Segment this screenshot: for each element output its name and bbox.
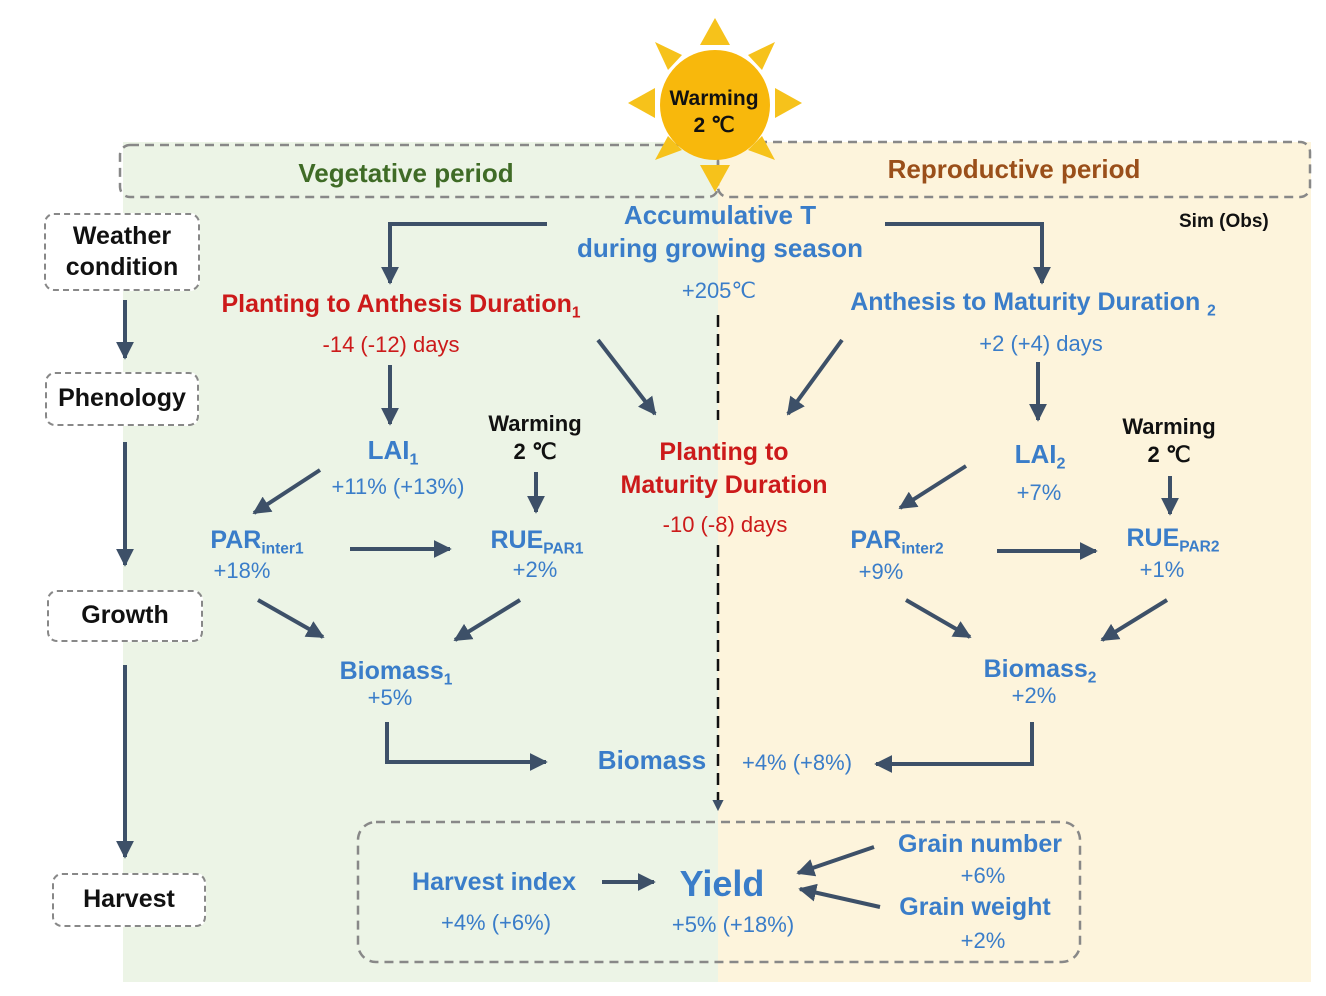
reproductive-period-label: Reproductive period (887, 154, 1141, 184)
lai2-value: +7% (1016, 480, 1062, 505)
arrow-par1-bio1 (257, 598, 325, 639)
arrow-bio2-biomass (874, 722, 1034, 773)
anthesis-maturity-value: +2 (+4) days (979, 331, 1103, 356)
grain-weight-value: +2% (960, 928, 1006, 953)
lai1-label: LAI1 (367, 435, 419, 469)
biomass1-label: Biomass1 (339, 657, 453, 689)
arrow-pad1-pmd (596, 338, 657, 416)
par1-value: +18% (213, 558, 271, 583)
arrow-bio1-biomass (385, 722, 548, 771)
planting-anthesis-value: -14 (-12) days (322, 332, 460, 357)
warming2-label: Warming (1122, 414, 1216, 439)
sun-icon (660, 50, 770, 160)
reproductive-background (718, 142, 1311, 982)
arrow-accum-amd2 (885, 222, 1051, 285)
arrow-grain-number-yield (796, 845, 875, 877)
vegetative-background (123, 142, 718, 982)
grain-number-value: +6% (960, 863, 1006, 888)
stage-phenology: Phenology (45, 372, 199, 426)
arrow-lai2-par2 (898, 464, 968, 510)
sun-warming-label: Warming (669, 87, 759, 110)
planting-maturity-value: -10 (-8) days (662, 512, 788, 537)
accumulative-t-label: Accumulative T (623, 200, 817, 230)
arrow-rue1-bio1 (453, 598, 522, 642)
vegetative-period-label: Vegetative period (298, 158, 514, 188)
planting-anthesis-duration: Planting to Anthesis Duration1 (221, 290, 581, 322)
anthesis-maturity-duration: Anthesis to Maturity Duration 2 (850, 288, 1216, 320)
grain-number-label: Grain number (898, 830, 1062, 858)
grain-weight-label: Grain weight (899, 893, 1051, 921)
harvest-group-box (356, 820, 1082, 964)
warming1-temperature: 2 ℃ (513, 439, 557, 464)
arrow-accum-pad1 (381, 222, 547, 285)
warming2-temperature: 2 ℃ (1147, 442, 1191, 467)
sun-temperature-label: 2 ℃ (693, 114, 735, 137)
biomass2-label: Biomass2 (983, 655, 1097, 687)
harvest-index-label: Harvest index (412, 868, 576, 896)
rue1-value: +2% (512, 557, 558, 582)
biomass-total-value: +4% (+8%) (741, 750, 853, 775)
rue2-value: +1% (1139, 557, 1185, 582)
vegetative-period-box (118, 143, 720, 199)
warming1-label: Warming (488, 411, 582, 436)
stage-growth: Growth (47, 590, 203, 642)
rue2-label: RUEPAR2 (1126, 524, 1220, 556)
yield-value: +5% (+18%) (671, 912, 795, 937)
sun-rays (628, 18, 802, 192)
harvest-index-value: +4% (+6%) (440, 910, 552, 935)
arrow-amd2-pmd (786, 338, 844, 416)
yield-label: Yield (679, 863, 765, 904)
planting-maturity-line1: Planting to (659, 438, 789, 466)
planting-maturity-line2: Maturity Duration (620, 471, 828, 499)
arrow-rue2-bio2 (1100, 598, 1169, 642)
par2-label: PARinter2 (850, 526, 944, 558)
biomass-total-label: Biomass (597, 745, 707, 775)
rue1-label: RUEPAR1 (490, 526, 584, 558)
lai2-label: LAI2 (1014, 439, 1066, 473)
biomass1-value: +5% (367, 685, 413, 710)
legend-sim-obs: Sim (Obs) (1179, 211, 1269, 232)
lai1-value: +11% (+13%) (331, 474, 465, 499)
par1-label: PARinter1 (210, 526, 304, 558)
growing-season-label: during growing season (576, 233, 864, 263)
reproductive-period-box (716, 140, 1312, 199)
stage-harvest: Harvest (52, 873, 206, 927)
arrow-grain-weight-yield (798, 883, 881, 909)
arrow-lai1-par1 (252, 468, 322, 515)
par2-value: +9% (858, 559, 904, 584)
accumulative-t-value: +205℃ (681, 278, 757, 303)
arrow-par2-bio2 (904, 598, 972, 639)
biomass2-value: +2% (1011, 683, 1057, 708)
